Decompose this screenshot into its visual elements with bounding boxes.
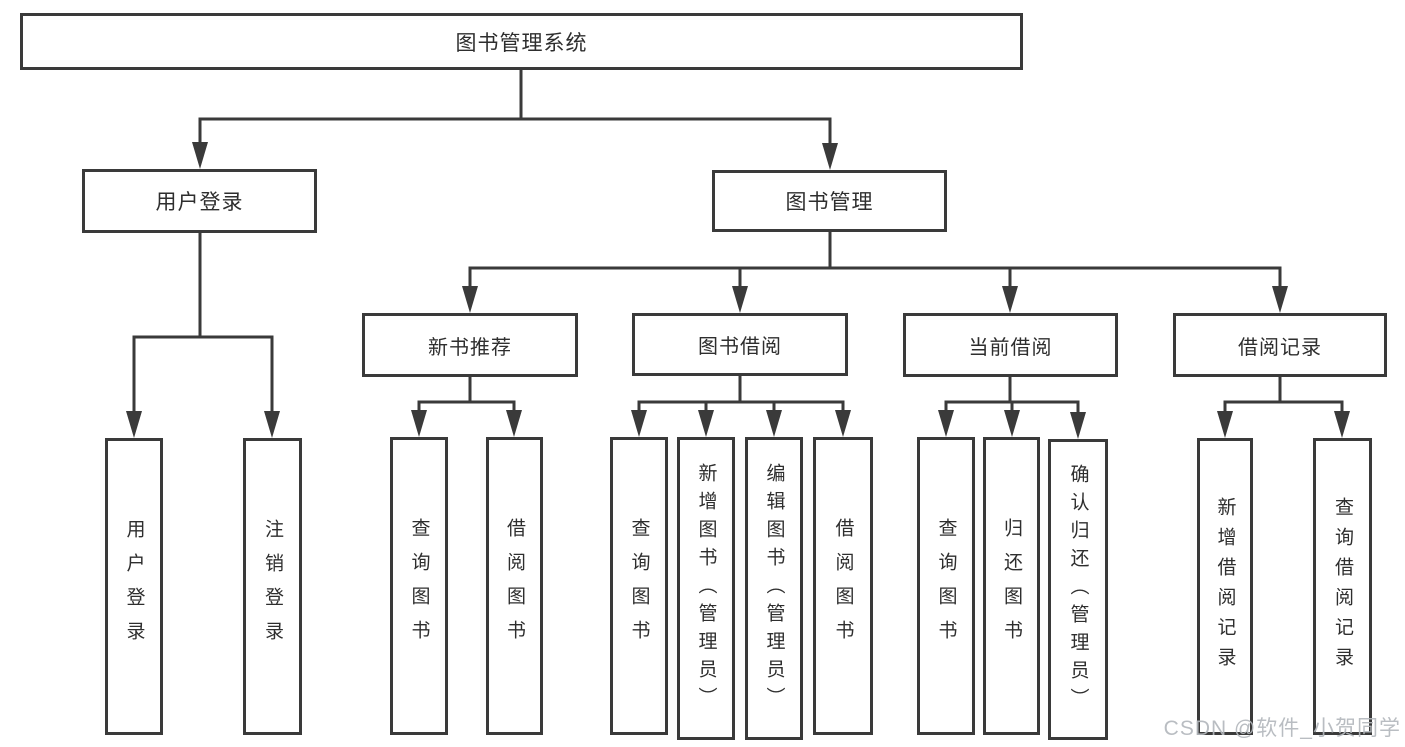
node-borrow-records: 借阅记录	[1173, 313, 1387, 377]
leaf-query-books-2: 查询图书	[610, 437, 668, 735]
csdn-watermark: CSDN @软件_小贺同学	[1163, 717, 1401, 740]
leaf-return-book: 归还图书	[983, 437, 1040, 735]
leaf-borrow-books-1: 借阅图书	[486, 437, 543, 735]
leaf-add-borrow-record: 新增借阅记录	[1197, 438, 1253, 735]
leaf-query-books-1: 查询图书	[390, 437, 448, 735]
node-user-login: 用户登录	[82, 169, 317, 233]
node-current-borrow: 当前借阅	[903, 313, 1118, 377]
leaf-query-borrow-record: 查询借阅记录	[1313, 438, 1372, 735]
leaf-borrow-books-2: 借阅图书	[813, 437, 873, 735]
node-book-management: 图书管理	[712, 170, 947, 232]
node-book-borrow: 图书借阅	[632, 313, 848, 376]
node-new-book-recommend: 新书推荐	[362, 313, 578, 377]
leaf-confirm-return-admin: 确认归还（管理员）	[1048, 439, 1108, 740]
leaf-add-book-admin: 新增图书（管理员）	[677, 437, 735, 740]
leaf-logout: 注销登录	[243, 438, 302, 735]
leaf-edit-book-admin: 编辑图书（管理员）	[745, 437, 803, 740]
leaf-query-books-3: 查询图书	[917, 437, 975, 735]
leaf-user-login: 用户登录	[105, 438, 163, 735]
node-root: 图书管理系统	[20, 13, 1023, 70]
